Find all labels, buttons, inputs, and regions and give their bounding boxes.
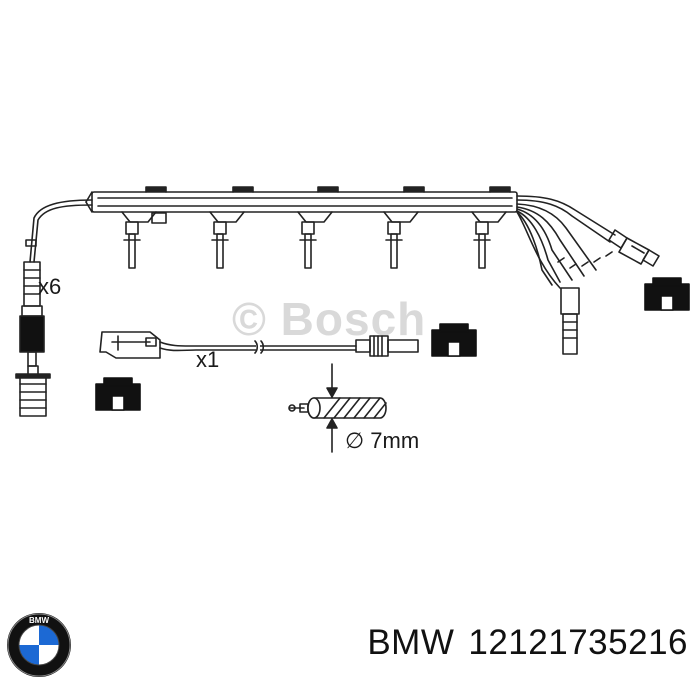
cable-cross-section bbox=[288, 363, 387, 453]
black-cap bbox=[95, 377, 141, 411]
wire-bundle-right bbox=[516, 195, 660, 355]
svg-text:BMW: BMW bbox=[29, 616, 49, 625]
brand-name: BMW bbox=[367, 623, 455, 662]
left-lead-wire bbox=[25, 199, 93, 263]
quantity-label-main: x6 bbox=[38, 274, 62, 299]
diameter-label: ∅ 7mm bbox=[345, 428, 420, 453]
spark-plug-boot bbox=[471, 211, 507, 269]
spark-plug-boots bbox=[121, 211, 507, 269]
left-plug-connector bbox=[19, 261, 45, 367]
spark-plug-boot bbox=[121, 211, 167, 269]
spark-plug-boot bbox=[297, 211, 333, 269]
spark-plug-boot bbox=[209, 211, 245, 269]
part-number: 12121735216 bbox=[468, 623, 688, 662]
black-cap bbox=[431, 323, 477, 357]
spark-plug-boot bbox=[383, 211, 419, 269]
part-caption: BMW 12121735216 bbox=[367, 623, 688, 663]
bmw-roundel-icon: BMW bbox=[7, 613, 71, 677]
quantity-label-single: x1 bbox=[196, 347, 220, 372]
cable-rail bbox=[85, 186, 518, 213]
black-cap bbox=[644, 277, 690, 311]
bosch-watermark: © Bosch bbox=[232, 293, 427, 345]
single-lead bbox=[99, 331, 419, 359]
ribbed-boot bbox=[15, 365, 51, 417]
